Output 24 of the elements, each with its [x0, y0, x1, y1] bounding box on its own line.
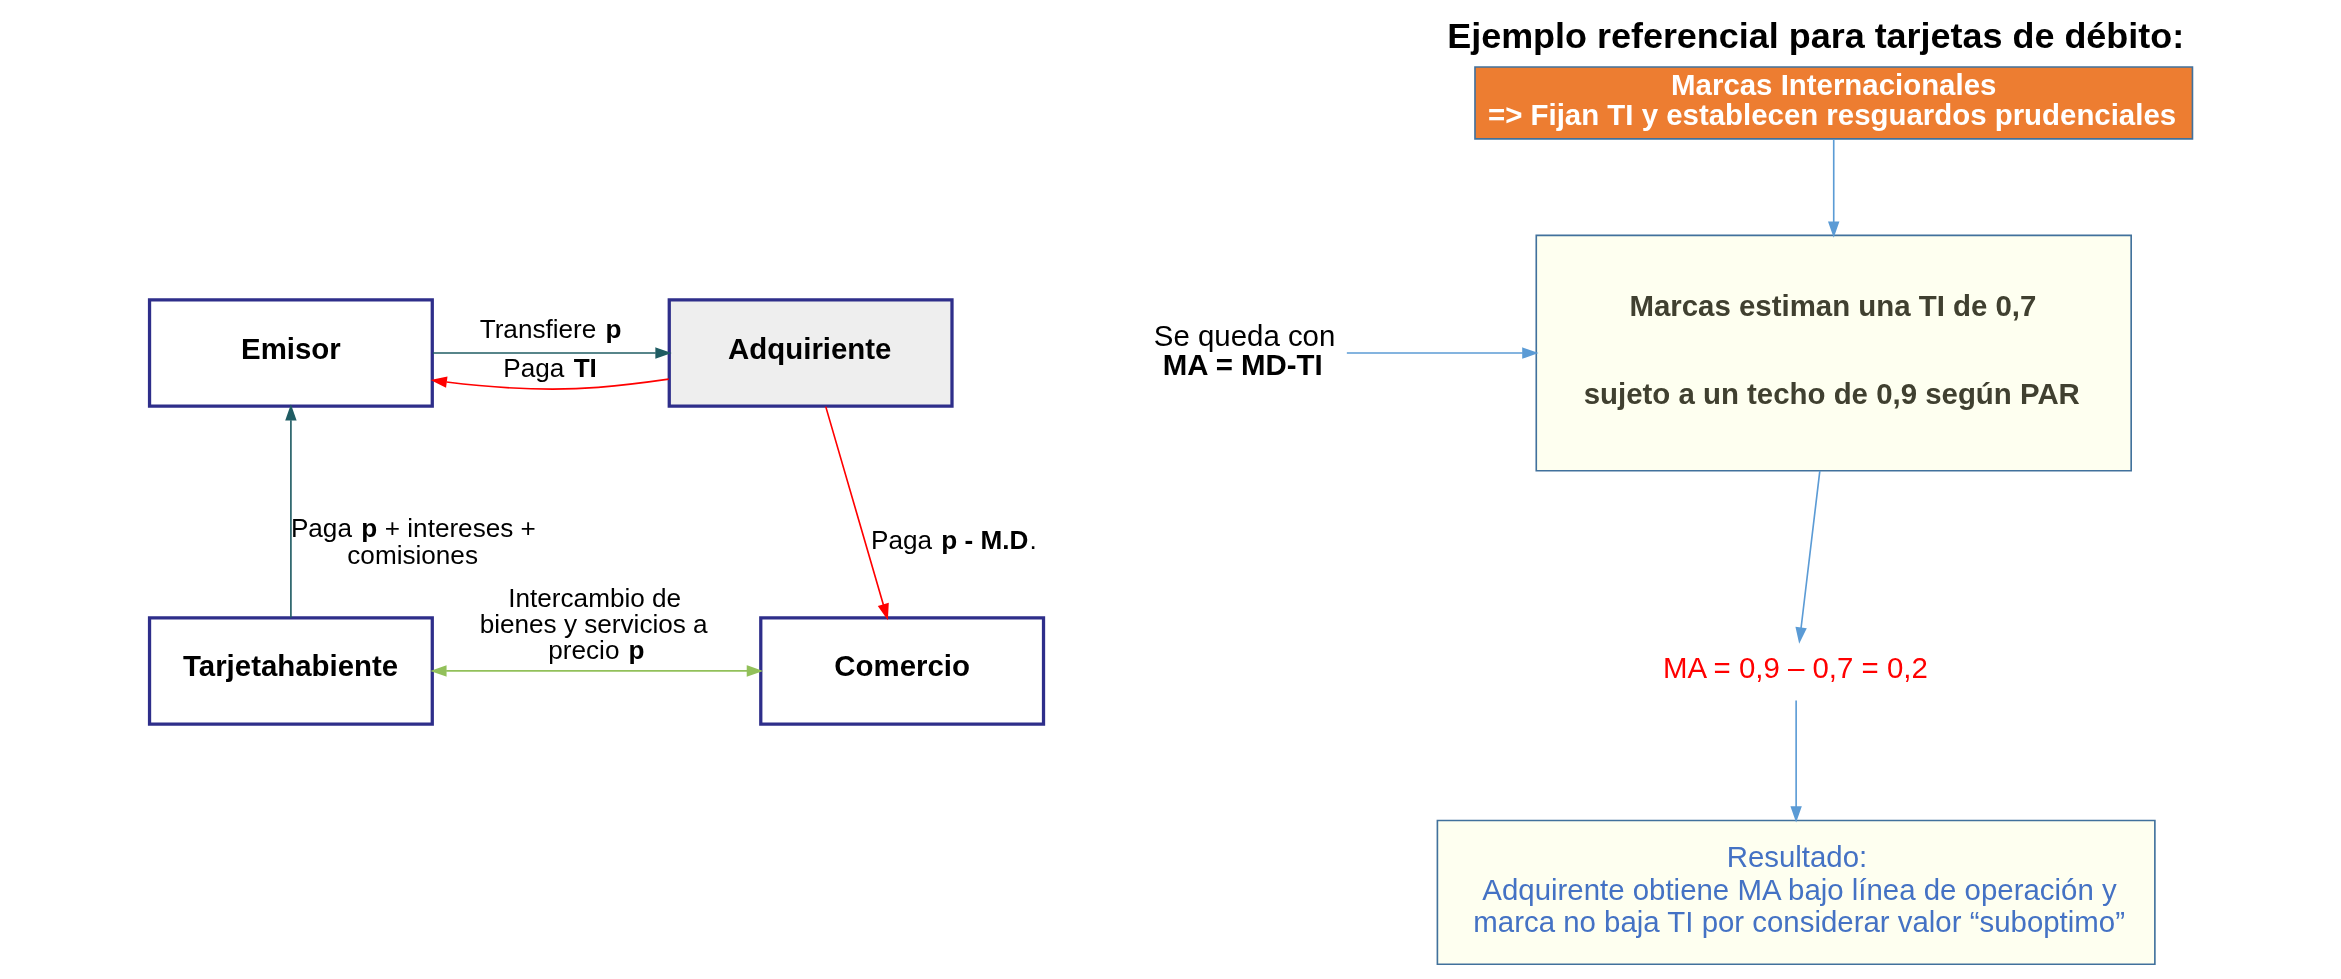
arrow	[430, 376, 670, 390]
edge-label: Intercambio de bienes y servicios a precio p	[479, 582, 708, 666]
node-box: Tarjetahabiente	[147, 616, 434, 726]
node-box: Comercio	[758, 616, 1045, 726]
diagram-title: Ejemplo referencial para tarjetas de débito:	[1446, 15, 2184, 57]
node-text: Se queda con MA = MD-TI	[1153, 318, 1335, 381]
arrow	[429, 665, 763, 677]
arrow	[1794, 470, 1821, 644]
node-box: Resultado: Adquirente obtiene MA bajo línea de operación y marca no baja TI por considerar valor “suboptimo”	[1436, 819, 2156, 966]
node-box: Adquiriente	[667, 298, 954, 408]
edge-label: Paga p + intereses + comisiones	[290, 513, 536, 570]
arrow	[284, 404, 297, 619]
arrow	[1345, 347, 1539, 359]
arrow	[1789, 699, 1802, 823]
arrow	[431, 347, 672, 359]
node-box: Marcas estiman una TI de 0,7 sujeto a un techo de 0,9 según PAR	[1534, 234, 2132, 472]
arrow	[1827, 138, 1839, 238]
node-text: MA = 0,9 – 0,7 = 0,2	[1662, 651, 1928, 685]
node-box: Emisor	[147, 298, 434, 408]
node-box: Marcas Internacionales => Fijan TI y establecen resguardos prudenciales	[1473, 66, 2193, 140]
edge-label: Paga p - M.D.	[870, 524, 1037, 555]
edge-label: Transfiere p	[479, 314, 621, 344]
arrow	[824, 405, 889, 621]
edge-label: Paga TI	[502, 353, 597, 384]
